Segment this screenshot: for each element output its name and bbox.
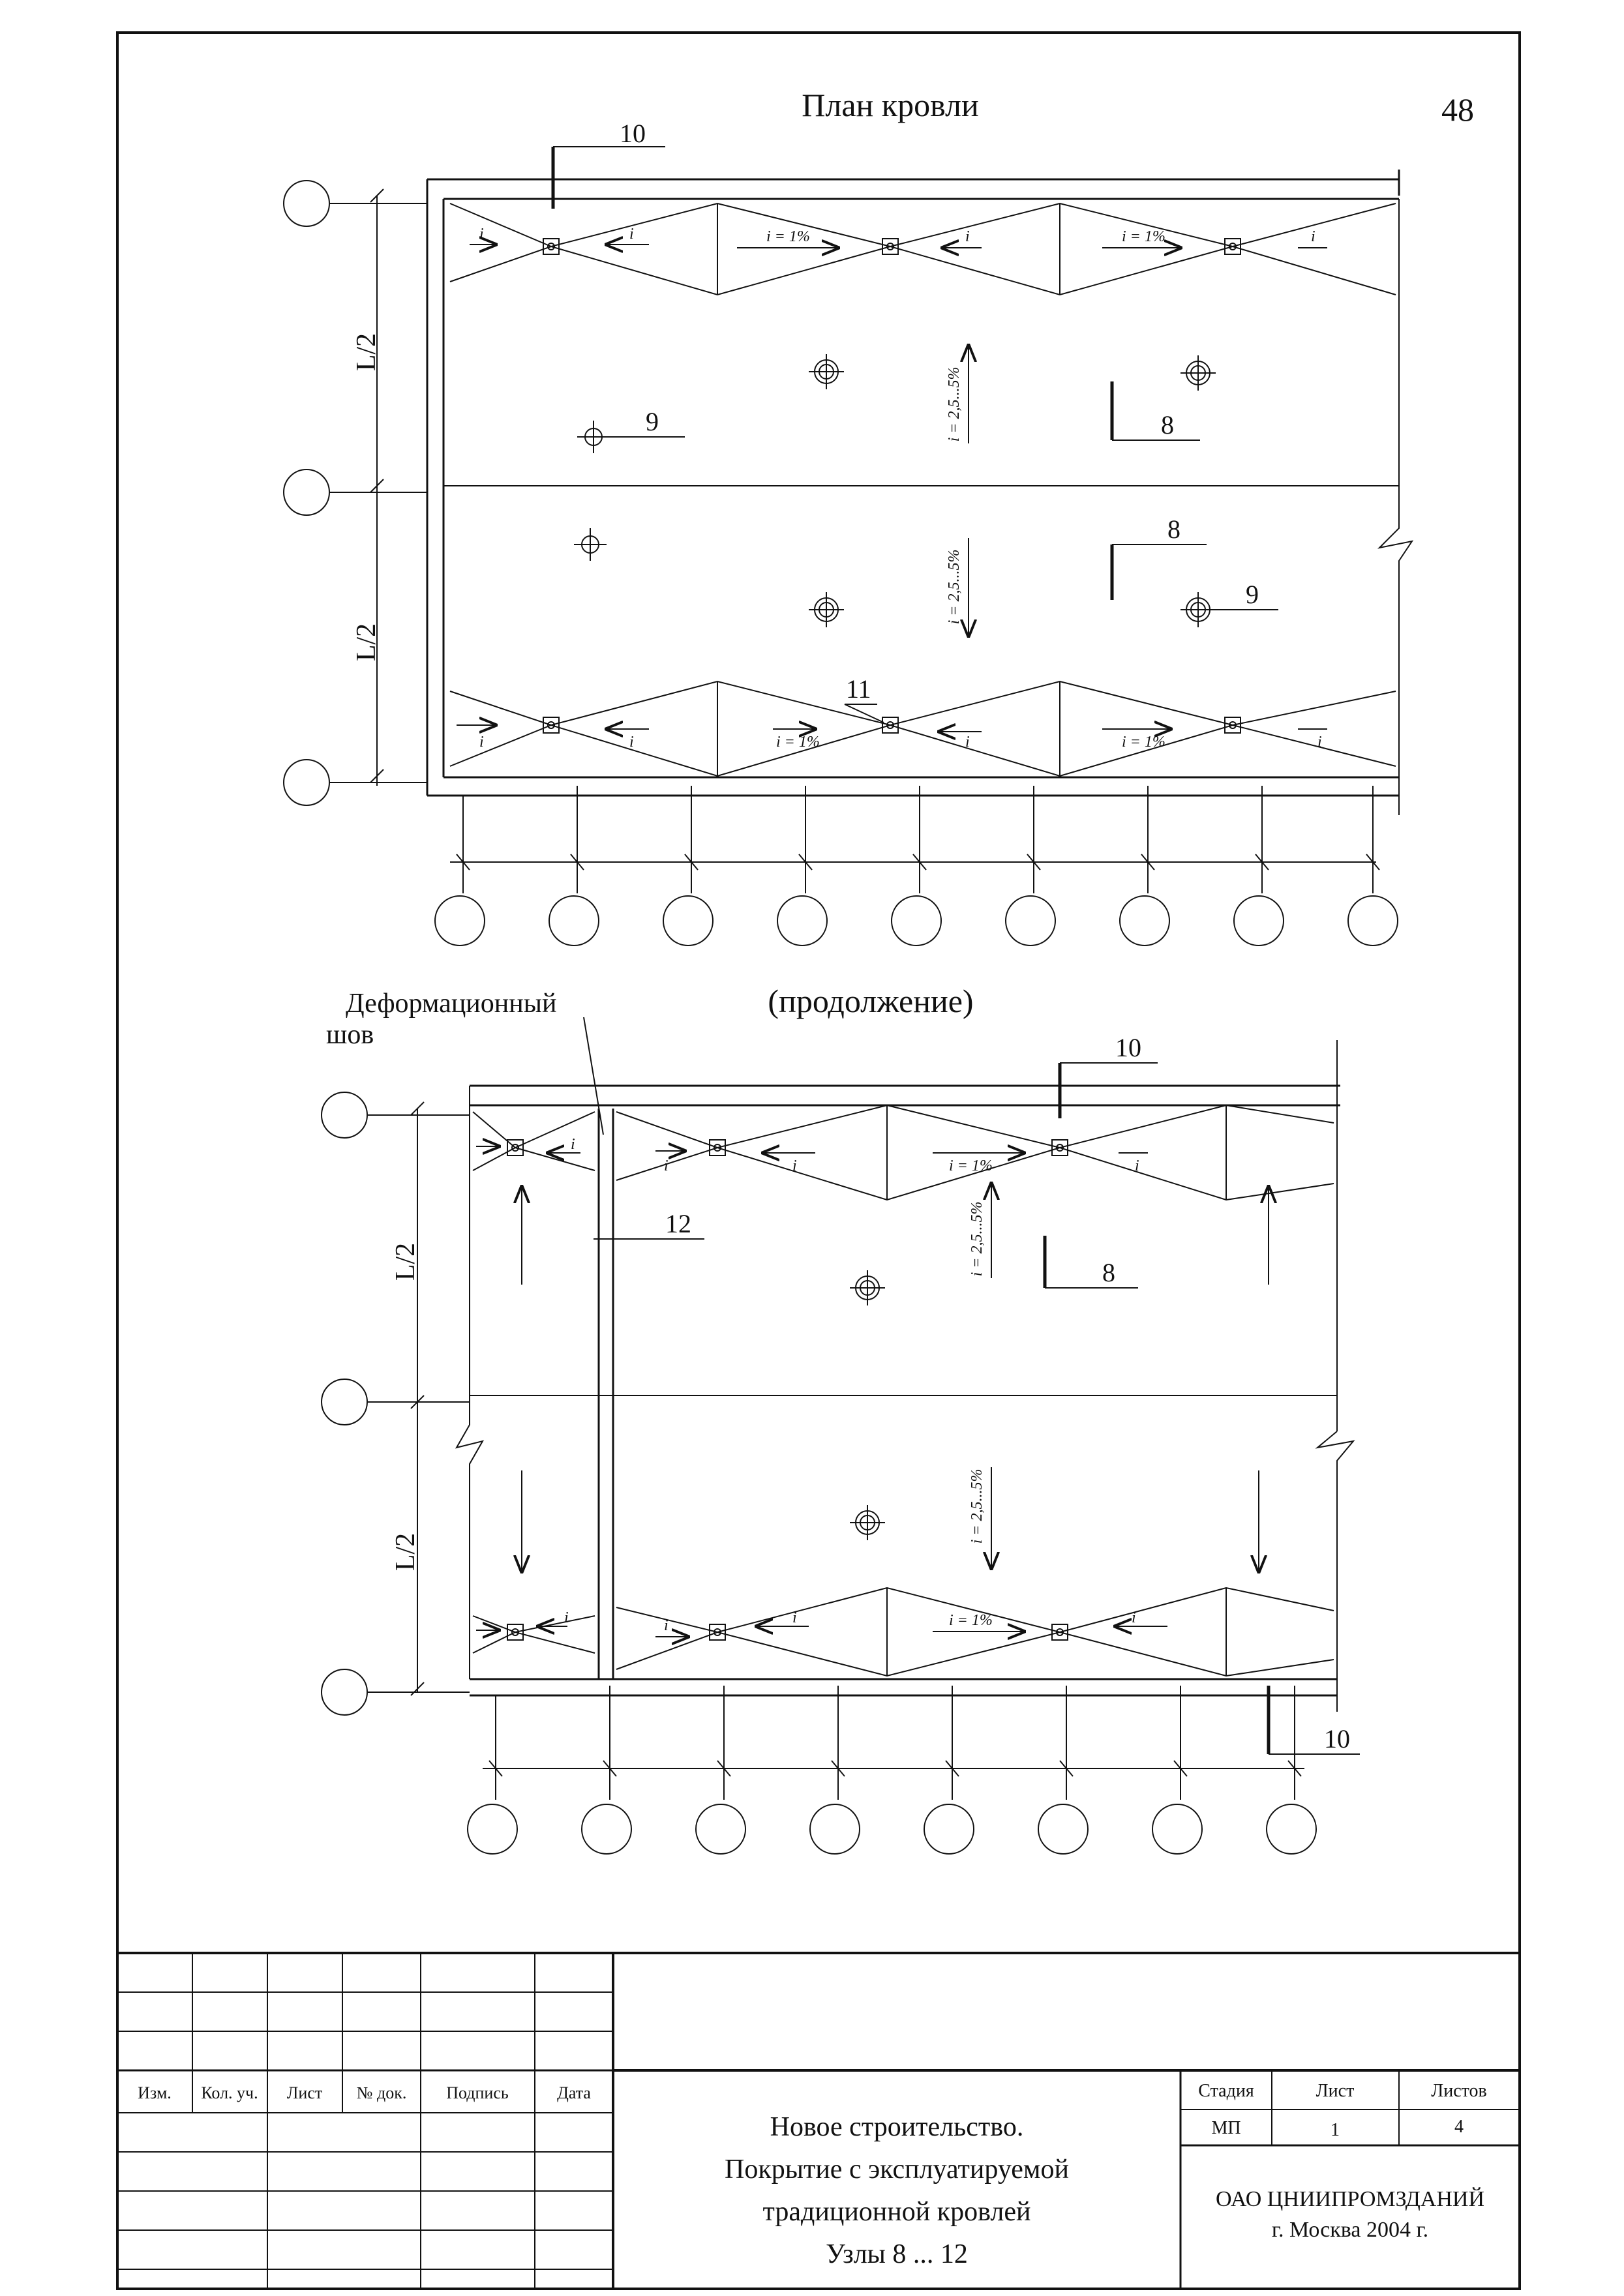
- slope-label: i: [571, 1136, 575, 1153]
- sheets-label: Листов: [1431, 2081, 1487, 2101]
- header-list: Лист: [287, 2083, 322, 2102]
- slope-label: i: [1135, 1157, 1139, 1174]
- dimension-label-plan1-upper: L/2: [352, 333, 382, 371]
- callout-11: 11: [846, 674, 871, 704]
- project-line-3: традиционной кровлей: [763, 2197, 1031, 2227]
- callout-8: 8: [1167, 514, 1180, 544]
- header-podpis: Подпись: [446, 2083, 509, 2102]
- drain-icon: [1180, 592, 1216, 627]
- slope-label: i: [1317, 734, 1322, 751]
- continuation-title: (продолжение): [768, 983, 973, 1019]
- callout-10: 10: [1324, 1724, 1350, 1753]
- callout-8: 8: [1161, 410, 1174, 440]
- callout-10: 10: [1115, 1033, 1141, 1062]
- slope-label: i: [479, 226, 484, 243]
- stage-block: Стадия Лист Листов МП 1 4: [1198, 2081, 1486, 2140]
- slope-label-vertical: i = 2,5...5%: [946, 367, 963, 442]
- slope-label: i: [1311, 228, 1316, 245]
- slope-label: i: [629, 734, 634, 751]
- callout-10: 10: [620, 119, 646, 148]
- drain-icon: [809, 592, 844, 627]
- slope-label: i: [792, 1609, 797, 1626]
- slope-label: i: [664, 1157, 669, 1174]
- roof-plan-2: [321, 1017, 1360, 1855]
- expansion-joint-label-line1: Деформационный: [346, 989, 556, 1019]
- callout-9: 9: [1246, 580, 1259, 609]
- slope-label-vertical: i = 2,5...5%: [969, 1202, 985, 1277]
- slope-label: i = 1%: [949, 1157, 993, 1174]
- slope-label-vertical: i = 2,5...5%: [946, 550, 963, 625]
- title-block: [117, 1952, 1520, 2289]
- dimension-label-plan1-lower: L/2: [352, 623, 382, 661]
- slope-label: i: [1132, 1609, 1136, 1626]
- slope-label: i = 1%: [766, 228, 810, 245]
- title-block-headers: Изм. Кол. уч. Лист № док. Подпись Дата: [138, 2083, 591, 2102]
- dimension-label-plan2-lower: L/2: [391, 1533, 421, 1571]
- plan-title: План кровли: [802, 87, 978, 123]
- slope-label: i = 1%: [949, 1612, 993, 1629]
- sheets-value: 4: [1454, 2117, 1464, 2137]
- roof-plan-1: [283, 146, 1414, 946]
- organization: ОАО ЦНИИПРОМЗДАНИЙ г. Москва 2004 г.: [1216, 2187, 1484, 2242]
- slope-label: i: [664, 1617, 669, 1634]
- drain-icon: [809, 354, 844, 389]
- header-kol-uch: Кол. уч.: [201, 2083, 258, 2102]
- page-number: 48: [1441, 91, 1474, 128]
- drain-icon: [850, 1270, 885, 1305]
- stage-value: МП: [1211, 2118, 1241, 2138]
- slope-label: i: [965, 228, 970, 245]
- expansion-joint-label-line2: шов: [326, 1020, 374, 1050]
- callout-9: 9: [646, 407, 659, 436]
- stage-label: Стадия: [1198, 2081, 1254, 2101]
- slope-label: i: [629, 226, 634, 243]
- slope-label: i: [479, 734, 484, 751]
- vent-icon: [577, 421, 610, 453]
- slope-label: i = 1%: [1122, 734, 1165, 751]
- drain-icon: [850, 1505, 885, 1540]
- drain-icon: [1180, 355, 1216, 391]
- vent-icon: [574, 528, 607, 561]
- header-n-dok: № док.: [357, 2083, 407, 2102]
- callout-12: 12: [665, 1209, 691, 1238]
- slope-label: i: [792, 1157, 797, 1174]
- header-data: Дата: [557, 2083, 591, 2102]
- sheet-value: 1: [1331, 2120, 1340, 2140]
- slope-label: i: [965, 734, 970, 751]
- project-title: Новое строительство. Покрытие с эксплуат…: [725, 2112, 1069, 2269]
- slope-label-vertical: i = 2,5...5%: [969, 1469, 985, 1544]
- header-izm: Изм.: [138, 2083, 172, 2102]
- project-line-1: Новое строительство.: [770, 2112, 1024, 2142]
- sheet-label: Лист: [1316, 2081, 1355, 2101]
- slope-label: i: [564, 1609, 569, 1626]
- org-line-1: ОАО ЦНИИПРОМЗДАНИЙ: [1216, 2187, 1484, 2211]
- slope-label: i = 1%: [776, 734, 820, 751]
- org-line-2: г. Москва 2004 г.: [1272, 2218, 1428, 2242]
- slope-label: i = 1%: [1122, 228, 1165, 245]
- callout-8: 8: [1102, 1258, 1115, 1287]
- sheet-frame: [116, 31, 1521, 2290]
- project-line-4: Узлы 8 ... 12: [826, 2239, 968, 2269]
- project-line-2: Покрытие с эксплуатируемой: [725, 2154, 1069, 2184]
- dimension-label-plan2-upper: L/2: [391, 1243, 421, 1281]
